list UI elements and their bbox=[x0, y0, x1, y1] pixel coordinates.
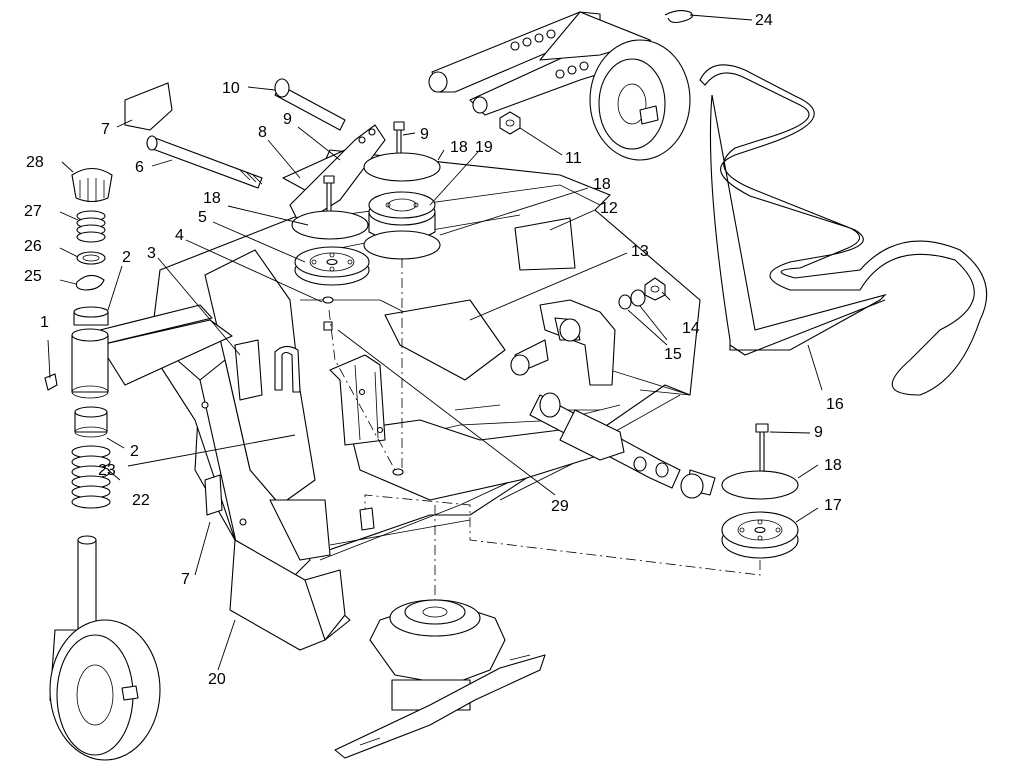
callout-18-top: 18 bbox=[450, 139, 468, 156]
cap-28 bbox=[71, 167, 113, 203]
callout-9-right: 9 bbox=[814, 424, 823, 441]
callout-27: 27 bbox=[24, 203, 42, 220]
washer-26 bbox=[76, 251, 106, 265]
callout-5: 5 bbox=[198, 209, 207, 226]
washer-4 bbox=[322, 296, 334, 304]
callout-18-left: 18 bbox=[203, 190, 221, 207]
hairpin-24 bbox=[664, 9, 693, 24]
decal-7-upper bbox=[124, 82, 173, 131]
callout-9-top: 9 bbox=[420, 126, 429, 143]
callout-7-upper: 7 bbox=[101, 121, 110, 138]
washer-18-top bbox=[363, 152, 441, 182]
washer-15b bbox=[618, 294, 632, 310]
callout-3: 3 bbox=[147, 245, 156, 262]
grease-fitting-1 bbox=[44, 373, 58, 391]
callout-20: 20 bbox=[208, 671, 226, 688]
callout-26: 26 bbox=[24, 238, 42, 255]
spindle-assembly bbox=[334, 505, 546, 759]
callout-15: 15 bbox=[664, 346, 682, 363]
pulley-17 bbox=[721, 511, 799, 559]
spacer-stack-22 bbox=[71, 445, 111, 509]
leader-lines bbox=[47, 14, 823, 671]
decal-3 bbox=[234, 339, 263, 401]
callout-labels: 1 2 2 3 4 5 6 7 7 8 9 9 9 10 11 12 13 14… bbox=[24, 12, 844, 688]
spring-27 bbox=[76, 210, 106, 243]
decal-13 bbox=[384, 299, 506, 381]
callout-8: 8 bbox=[258, 124, 267, 141]
callout-10: 10 bbox=[222, 80, 240, 97]
u-bolt bbox=[274, 345, 301, 393]
caster-arm bbox=[99, 319, 233, 386]
callout-13: 13 bbox=[631, 243, 649, 260]
callout-2-bottom: 2 bbox=[130, 443, 139, 460]
callout-7-lower: 7 bbox=[181, 571, 190, 588]
belt-16 bbox=[699, 64, 988, 396]
stud bbox=[359, 507, 375, 531]
clip-25 bbox=[75, 274, 105, 291]
callout-22: 22 bbox=[132, 492, 150, 509]
pin-6 bbox=[149, 137, 263, 189]
housing-tube bbox=[71, 334, 109, 393]
spacer-29 bbox=[323, 321, 333, 331]
washer-18-left bbox=[291, 210, 369, 240]
decal-7-lower bbox=[204, 474, 223, 516]
callout-19: 19 bbox=[475, 139, 493, 156]
washer-15a bbox=[630, 289, 646, 307]
pulley-5 bbox=[294, 246, 370, 286]
callout-2-top: 2 bbox=[122, 249, 131, 266]
callout-18-right: 18 bbox=[593, 176, 611, 193]
callout-28: 28 bbox=[26, 154, 44, 171]
callout-29: 29 bbox=[551, 498, 569, 515]
decal-12 bbox=[514, 217, 576, 271]
callout-9-left: 9 bbox=[283, 111, 292, 128]
callout-4: 4 bbox=[175, 227, 184, 244]
caster-shaft bbox=[77, 539, 97, 631]
callout-17: 17 bbox=[824, 497, 842, 514]
callout-14: 14 bbox=[682, 320, 700, 337]
callout-18-lower: 18 bbox=[824, 457, 842, 474]
blade bbox=[334, 654, 546, 759]
nut-11 bbox=[499, 111, 521, 135]
cylinder-mount bbox=[510, 299, 616, 386]
callout-11: 11 bbox=[565, 150, 582, 167]
callout-25: 25 bbox=[24, 268, 42, 285]
callout-16: 16 bbox=[826, 396, 844, 413]
washer-18-under bbox=[363, 230, 441, 260]
callout-1: 1 bbox=[40, 314, 49, 331]
caster-assembly bbox=[44, 167, 161, 761]
callout-6: 6 bbox=[135, 159, 144, 176]
side-frame bbox=[99, 249, 386, 651]
washer-18-right bbox=[721, 470, 799, 500]
hydraulic-cylinder bbox=[529, 392, 716, 499]
lift-arm-assembly bbox=[428, 9, 693, 161]
callout-23: 23 bbox=[98, 462, 116, 479]
callout-12: 12 bbox=[600, 200, 618, 217]
callout-24: 24 bbox=[755, 12, 773, 29]
